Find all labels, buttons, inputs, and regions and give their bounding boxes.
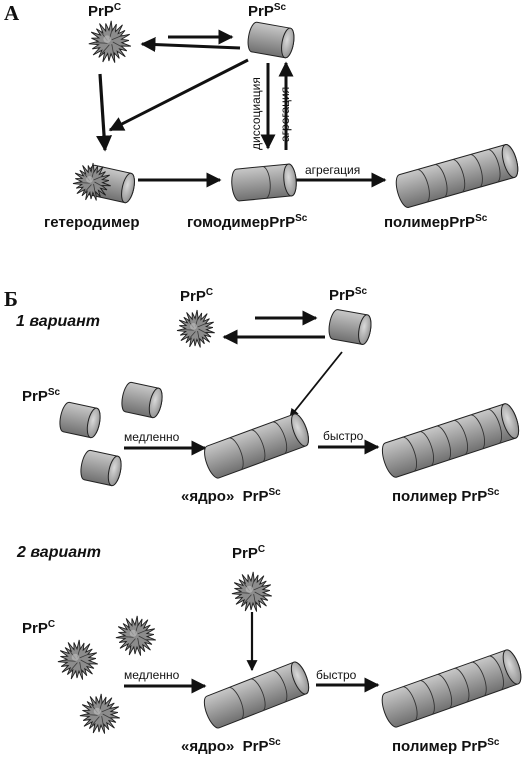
polymer-label-v1: полимер PrPSc [392,487,500,505]
prpc-free-1-v2 [115,615,156,656]
arrow-a-prpsc-to-heterodimer [108,58,249,132]
shapes-layer [57,20,522,734]
prpc-label-a: PrPC [88,2,122,20]
polymer-label-v2: полимер PrPSc [392,737,500,755]
aggregation-label: агрегация [305,163,361,177]
prpc-monomer-v2 [231,571,272,612]
slowly-label-v2: медленно [124,668,180,682]
prpc-monomer-v1 [176,309,215,348]
prpc-monomers-label-v2: PrPC [22,619,56,637]
prpc-monomer-a [88,20,132,63]
dissociation-label: диссоциация [249,77,263,150]
prpc-free-3-v2 [79,693,120,734]
quickly-label-v1: быстро [323,429,364,443]
section-b-label: Б [4,287,18,311]
polymer-v1-shape [381,403,520,478]
quickly-label-v2: быстро [316,668,357,682]
aggregation-vertical-label: агрегация [278,86,292,142]
nucleus-v2-shape [203,661,310,729]
prpc-label-v1: PrPC [180,287,214,305]
arrows-layer [96,29,387,694]
polymer-label-a: полимерPrPSc [384,213,488,231]
prpsc-monomers-label-v1: PrPSc [22,387,61,405]
variant-1-label: 1 вариант [16,313,101,330]
polymer-v2-shape [381,649,522,728]
prpsc-monomer-v1 [328,309,372,345]
prpsc-free-3-v1 [80,449,122,487]
arrow-a-prpc-to-heterodimer [96,73,113,152]
heterodimer-prpc [72,162,111,201]
heterodimer-label: гетеродимер [44,214,140,231]
arrow-a-prpsc-to-prpc [140,37,241,53]
variant-2-label: 2 вариант [17,544,102,561]
homodimer-label: гомодимерPrPSc [187,213,308,231]
nucleus-label-v2: «ядро» PrPSc [181,737,281,755]
prpc-free-2-v2 [57,639,98,680]
prpc-label-v2: PrPC [232,544,266,562]
polymer-a-shape [395,144,519,208]
prpsc-label-a: PrPSc [248,2,287,20]
prpsc-label-v1: PrPSc [329,286,368,304]
nucleus-v1-shape [204,413,309,479]
arrow-v1-prpsc-to-nucleus [289,351,343,418]
nucleus-label-v1: «ядро» PrPSc [181,487,281,505]
prpsc-monomer-a [247,21,295,59]
section-a-label: А [4,1,20,25]
homodimer-shape [231,163,297,202]
prpsc-free-2-v1 [59,401,101,439]
slowly-label-v1: медленно [124,430,180,444]
prpsc-free-1-v1 [121,381,163,419]
